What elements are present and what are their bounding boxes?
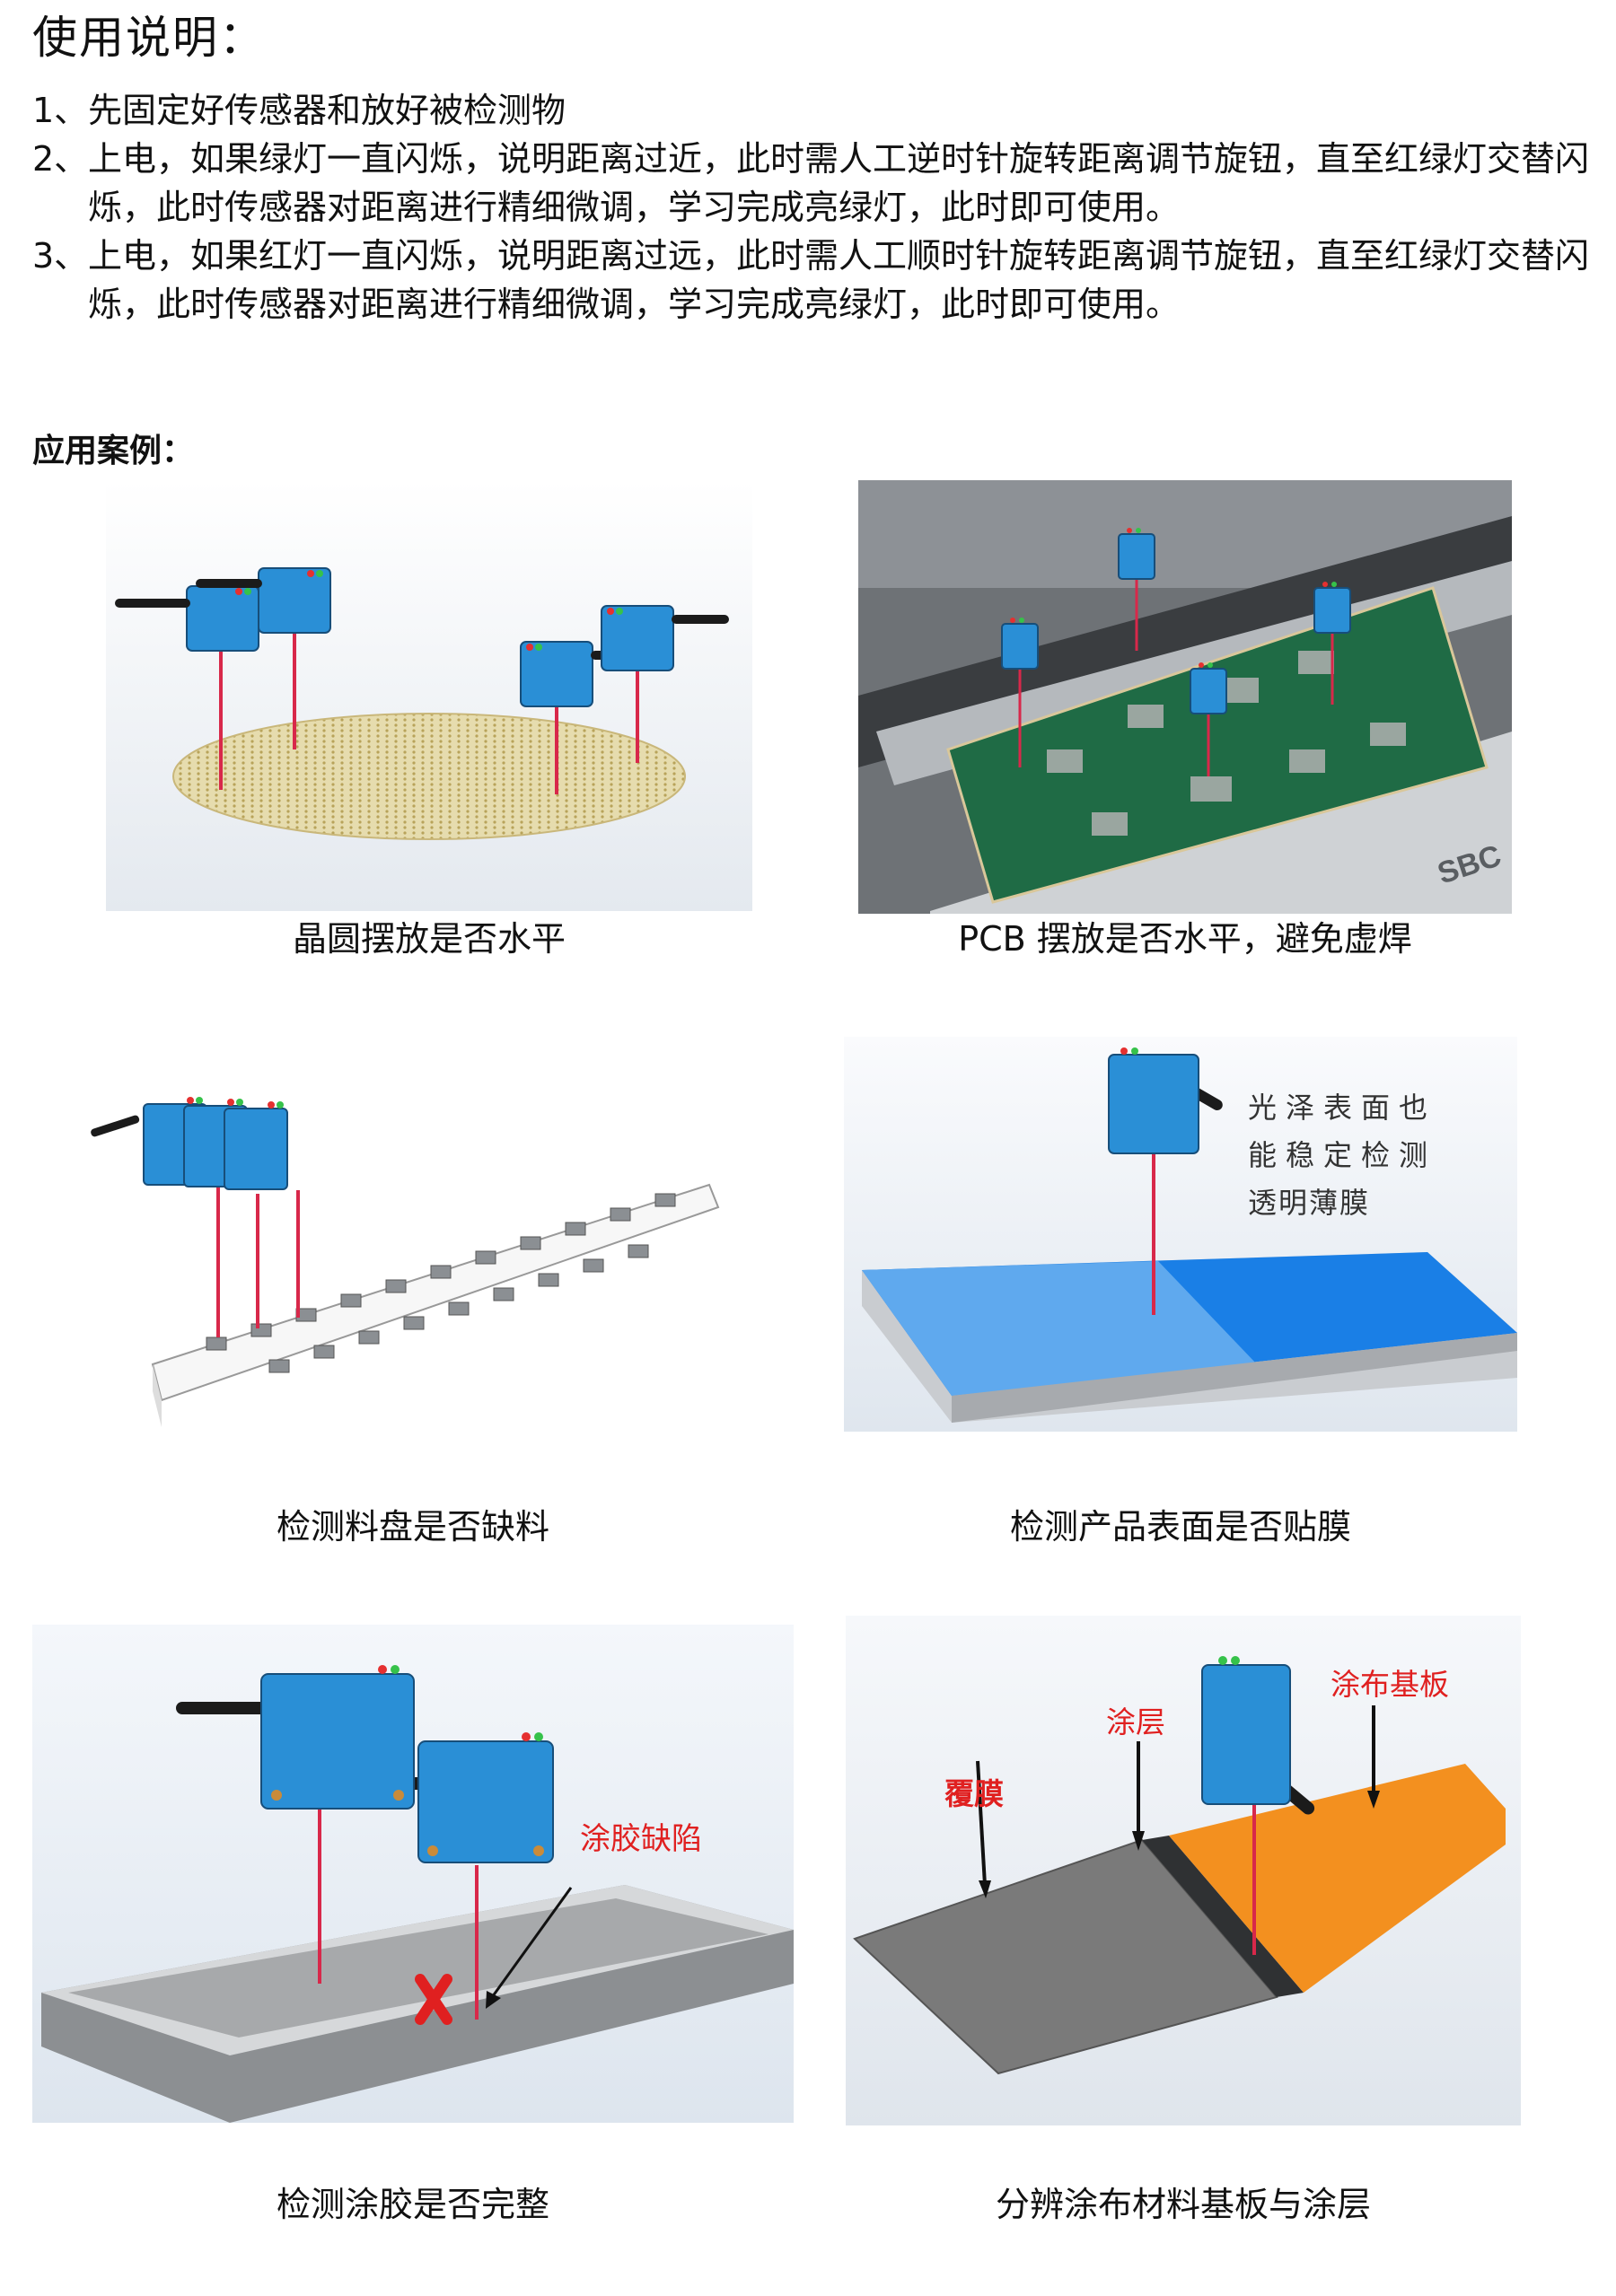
- sensor-icon: [1201, 1656, 1291, 1805]
- case-caption-3: 检测料盘是否缺料: [276, 1507, 549, 1547]
- film-figure: 光泽表面也 能稳定检测 透明薄膜: [844, 1037, 1517, 1432]
- instruction-number: 1、: [32, 91, 89, 130]
- sensor-icon: [224, 1101, 288, 1190]
- substrate-label: 涂布基板: [1331, 1667, 1449, 1702]
- wafer-illustration: [106, 480, 752, 911]
- case-caption-1: 晶圆摆放是否水平: [292, 919, 566, 959]
- sensor-icon: [417, 1732, 554, 1863]
- glue-figure: 涂胶缺陷: [32, 1625, 794, 2123]
- sensor-icon: [1313, 582, 1351, 634]
- section-title: 应用案例：: [32, 433, 195, 469]
- instruction-list: 1、 先固定好传感器和放好被检测物 2、 上电，如果绿灯一直闪烁，说明距离过近，…: [32, 86, 1594, 329]
- coating-illustration: 涂层 涂布基板 覆膜: [846, 1616, 1521, 2125]
- glue-illustration: 涂胶缺陷: [32, 1625, 794, 2123]
- tray-illustration: [90, 1068, 736, 1427]
- cover-film-label: 覆膜: [944, 1776, 1004, 1811]
- case-caption-6: 分辨涂布材料基板与涂层: [995, 2185, 1371, 2224]
- pcb-illustration: SBC: [858, 480, 1512, 914]
- case-caption-4: 检测产品表面是否贴膜: [1009, 1507, 1351, 1547]
- defect-arrow: [488, 1887, 573, 2001]
- sensor-icon: [1001, 618, 1039, 670]
- defect-x-icon: [415, 1974, 452, 2025]
- coating-figure: 涂层 涂布基板 覆膜: [846, 1616, 1521, 2125]
- film-note-line-2: 能稳定检测: [1248, 1138, 1436, 1172]
- instruction-text: 上电，如果红灯一直闪烁，说明距离过远，此时需人工顺时针旋转距离调节旋钮，直至红绿…: [88, 236, 1590, 324]
- sensor-icon: [260, 1665, 415, 1810]
- tray-figure: [90, 1068, 736, 1427]
- instruction-text: 上电，如果绿灯一直闪烁，说明距离过近，此时需人工逆时针旋转距离调节旋钮，直至红绿…: [88, 139, 1590, 227]
- sensor-icon: [1190, 662, 1227, 714]
- sensor-icon: [601, 605, 729, 671]
- wafer-figure: [106, 480, 752, 911]
- page-title: 使用说明：: [32, 12, 266, 64]
- sensor-icon: [196, 567, 331, 634]
- sensor-icon: [1118, 528, 1155, 580]
- instruction-text: 先固定好传感器和放好被检测物: [88, 91, 566, 130]
- instruction-number: 2、: [32, 139, 89, 179]
- instruction-item-1: 1、 先固定好传感器和放好被检测物: [32, 86, 1594, 135]
- case-caption-5: 检测涂胶是否完整: [276, 2185, 549, 2224]
- case-caption-2: PCB 摆放是否水平，避免虚焊: [958, 919, 1412, 959]
- pcb-figure: SBC: [858, 480, 1512, 914]
- film-note-line-1: 光泽表面也: [1248, 1091, 1436, 1125]
- film-illustration: 光泽表面也 能稳定检测 透明薄膜: [844, 1037, 1517, 1432]
- coating-label: 涂层: [1106, 1704, 1165, 1740]
- instruction-item-3: 3、 上电，如果红灯一直闪烁，说明距离过远，此时需人工顺时针旋转距离调节旋钮，直…: [32, 232, 1594, 329]
- instruction-item-2: 2、 上电，如果绿灯一直闪烁，说明距离过近，此时需人工逆时针旋转距离调节旋钮，直…: [32, 135, 1594, 232]
- glue-defect-label: 涂胶缺陷: [580, 1821, 702, 1857]
- instruction-number: 3、: [32, 236, 89, 276]
- sensor-icon: [1108, 1047, 1199, 1154]
- film-note-line-3: 透明薄膜: [1248, 1186, 1370, 1220]
